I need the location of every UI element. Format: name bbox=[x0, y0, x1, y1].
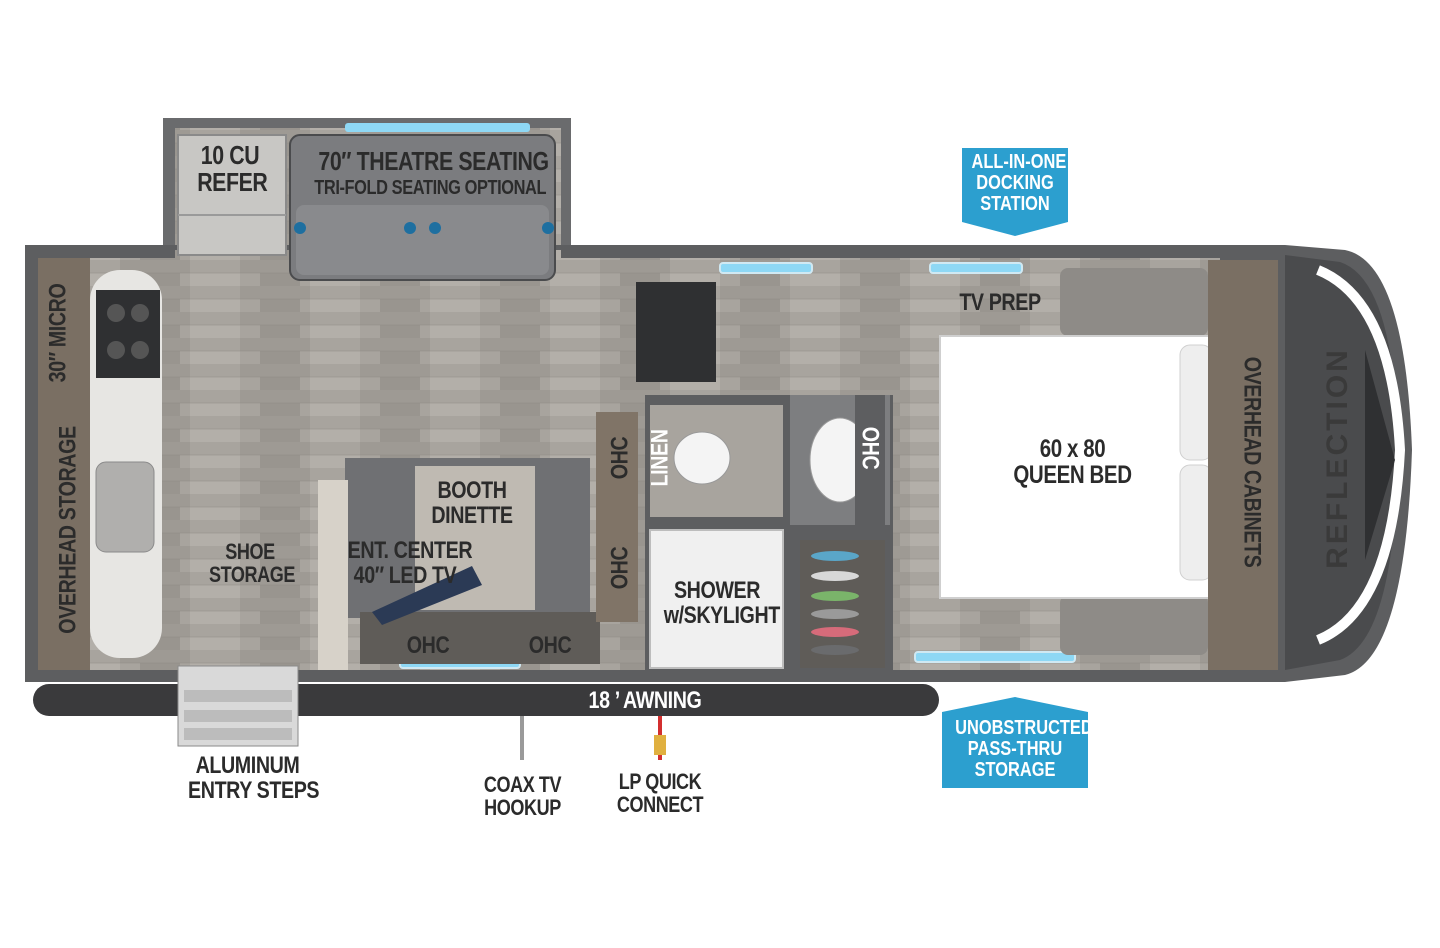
linen-label: LINEN bbox=[646, 429, 674, 487]
micro-label: 30″ MICRO bbox=[44, 283, 72, 383]
ohc-label-lower: OHC bbox=[606, 546, 634, 590]
entry-steps-drawing bbox=[177, 665, 299, 747]
tv-prep-label: TV PREP bbox=[959, 289, 1041, 316]
refer-unit bbox=[177, 134, 287, 256]
reflection-brand: REFLECTION bbox=[1321, 347, 1354, 569]
theatre-seating bbox=[289, 134, 556, 281]
ohc-label-bath: OHC bbox=[856, 426, 884, 470]
overhead-cabinets-label: OVERHEAD CABINETS bbox=[1238, 356, 1266, 568]
awning-bar bbox=[33, 684, 939, 716]
theatre-seating-label: 70″ THEATRE SEATING bbox=[318, 146, 549, 176]
bedroom bbox=[939, 260, 1278, 670]
overhead-storage-label: OVERHEAD STORAGE bbox=[54, 426, 82, 634]
kitchen bbox=[38, 258, 162, 670]
trifold-label: TRI-FOLD SEATING OPTIONAL bbox=[314, 177, 547, 199]
awning-label: 18 ’ AWNING bbox=[588, 687, 702, 714]
booth-dinette bbox=[318, 458, 600, 670]
ohc-label-upper: OHC bbox=[606, 436, 634, 480]
ohc-label-dinette-right: OHC bbox=[528, 632, 572, 659]
bath bbox=[636, 282, 893, 670]
ohc-label-dinette-left: OHC bbox=[406, 632, 450, 659]
